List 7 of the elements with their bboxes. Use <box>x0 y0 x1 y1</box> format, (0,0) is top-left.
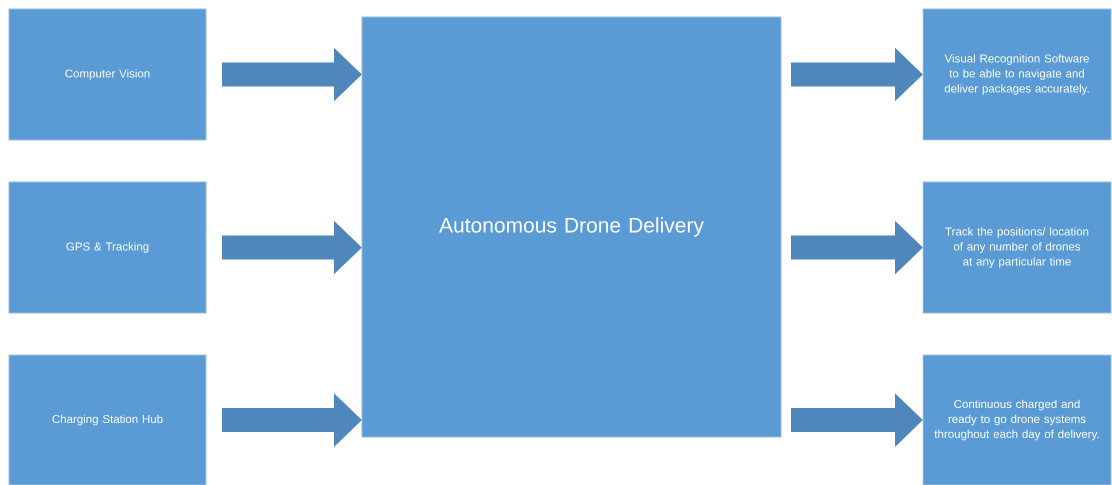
process-box: Computer Vision <box>8 8 207 141</box>
process-box: Autonomous Drone Delivery <box>361 16 782 438</box>
process-box: Continuous charged and ready to go drone systems throughout each day of delivery. <box>922 354 1112 485</box>
process-box: GPS & Tracking <box>8 181 207 314</box>
process-box: Visual Recognition Software to be able to navigate and deliver packages accurately. <box>922 8 1112 141</box>
process-box: Track the positions/ location of any number of drones at any particular time <box>922 181 1112 314</box>
process-box: Charging Station Hub <box>8 354 207 485</box>
